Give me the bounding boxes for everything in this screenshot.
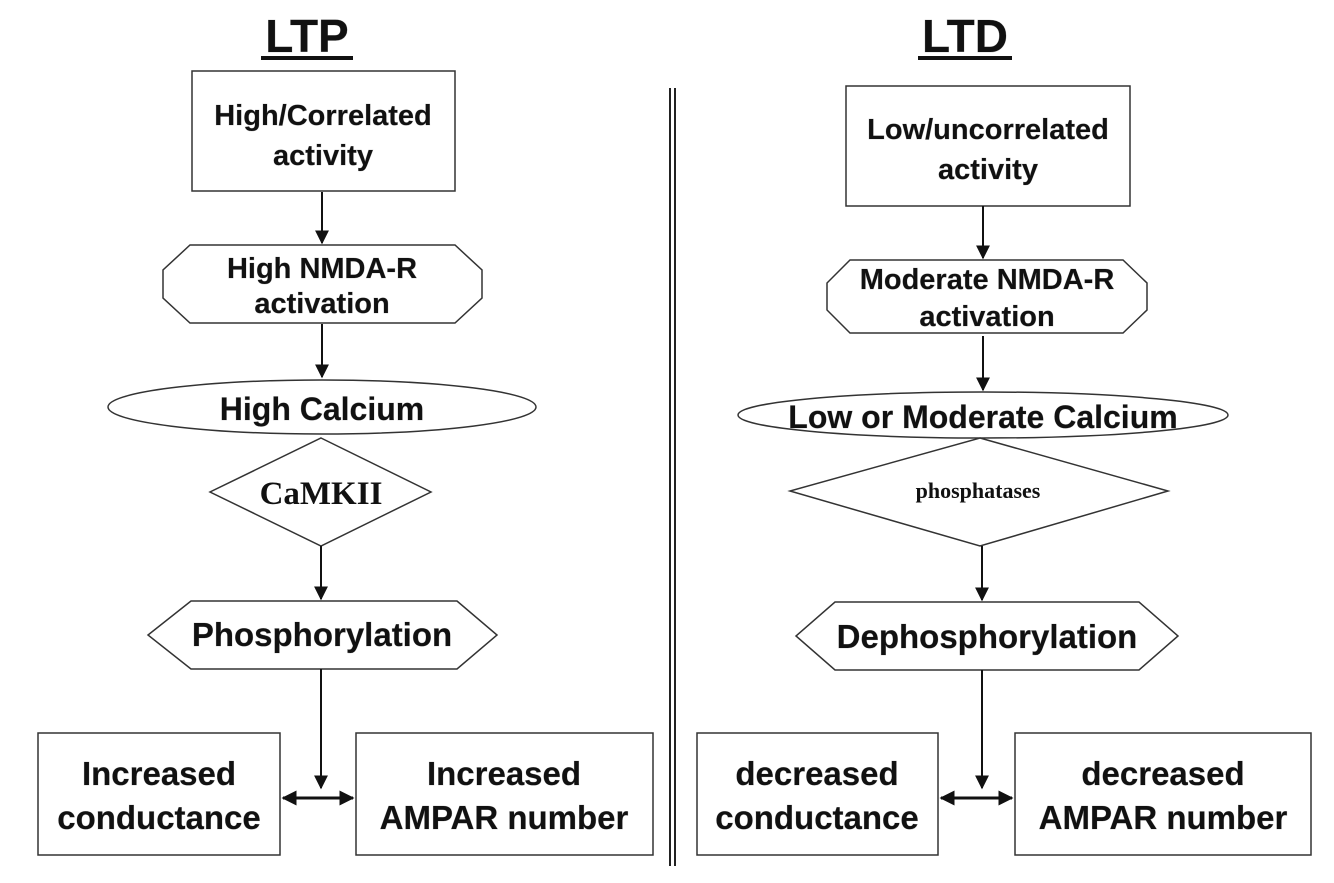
ltd-phosphatases-diamond: phosphatases bbox=[787, 437, 1171, 547]
ltd-calcium-ellipse: Low or Moderate Calcium bbox=[737, 391, 1229, 439]
ltp-phosphorylation-hexagon: Phosphorylation bbox=[146, 600, 499, 670]
ltd-dephosphorylation-label: Dephosphorylation bbox=[837, 618, 1138, 655]
ltp-title: LTP bbox=[265, 10, 348, 62]
ltd-nmda-line2: activation bbox=[919, 301, 1054, 333]
ltp-calcium-label: High Calcium bbox=[220, 391, 424, 427]
ltp-phosphorylation-label: Phosphorylation bbox=[192, 616, 452, 653]
ltp-conductance-line1: Increased bbox=[82, 755, 236, 792]
ltd-nmda-octagon: Moderate NMDA-R activation bbox=[826, 259, 1148, 334]
ltd-title: LTD bbox=[922, 10, 1008, 62]
ltp-activity-line1: High/Correlated bbox=[214, 100, 432, 132]
ltp-ampar-box: Increased AMPAR number bbox=[355, 732, 654, 856]
ltp-activity-line2: activity bbox=[273, 140, 373, 172]
ltp-ampar-line2: AMPAR number bbox=[380, 799, 629, 836]
ltp-nmda-line2: activation bbox=[254, 288, 389, 320]
ltd-column: LTD Low/uncorrelated activity Moderate N… bbox=[696, 10, 1312, 856]
ltd-activity-line1: Low/uncorrelated bbox=[867, 114, 1109, 146]
ltp-ampar-line1: Increased bbox=[427, 755, 581, 792]
ltp-nmda-octagon: High NMDA-R activation bbox=[162, 244, 483, 324]
ltp-camkii-diamond: CaMKII bbox=[208, 437, 433, 547]
ltd-activity-line2: activity bbox=[938, 154, 1038, 186]
ltd-calcium-label: Low or Moderate Calcium bbox=[788, 399, 1177, 435]
ltd-dephosphorylation-hexagon: Dephosphorylation bbox=[794, 601, 1180, 671]
ltp-camkii-label: CaMKII bbox=[260, 476, 383, 512]
ltp-calcium-ellipse: High Calcium bbox=[107, 379, 537, 435]
ltd-nmda-line1: Moderate NMDA-R bbox=[860, 264, 1115, 296]
ltd-ampar-box: decreased AMPAR number bbox=[1014, 732, 1312, 856]
ltd-conductance-line1: decreased bbox=[735, 755, 898, 792]
ltp-activity-box: High/Correlated activity bbox=[191, 70, 456, 192]
ltp-column: LTP High/Correlated activity High NMDA-R… bbox=[37, 10, 654, 856]
ltp-conductance-box: Increased conductance bbox=[37, 732, 281, 856]
ltp-nmda-line1: High NMDA-R bbox=[227, 253, 417, 285]
ltd-ampar-line2: AMPAR number bbox=[1039, 799, 1288, 836]
ltd-conductance-box: decreased conductance bbox=[696, 732, 939, 856]
ltd-conductance-line2: conductance bbox=[715, 799, 919, 836]
column-divider bbox=[669, 88, 676, 866]
ltd-activity-box: Low/uncorrelated activity bbox=[845, 85, 1131, 207]
ltd-ampar-line1: decreased bbox=[1081, 755, 1244, 792]
ltd-phosphatases-label: phosphatases bbox=[916, 478, 1041, 503]
ltp-conductance-line2: conductance bbox=[57, 799, 261, 836]
